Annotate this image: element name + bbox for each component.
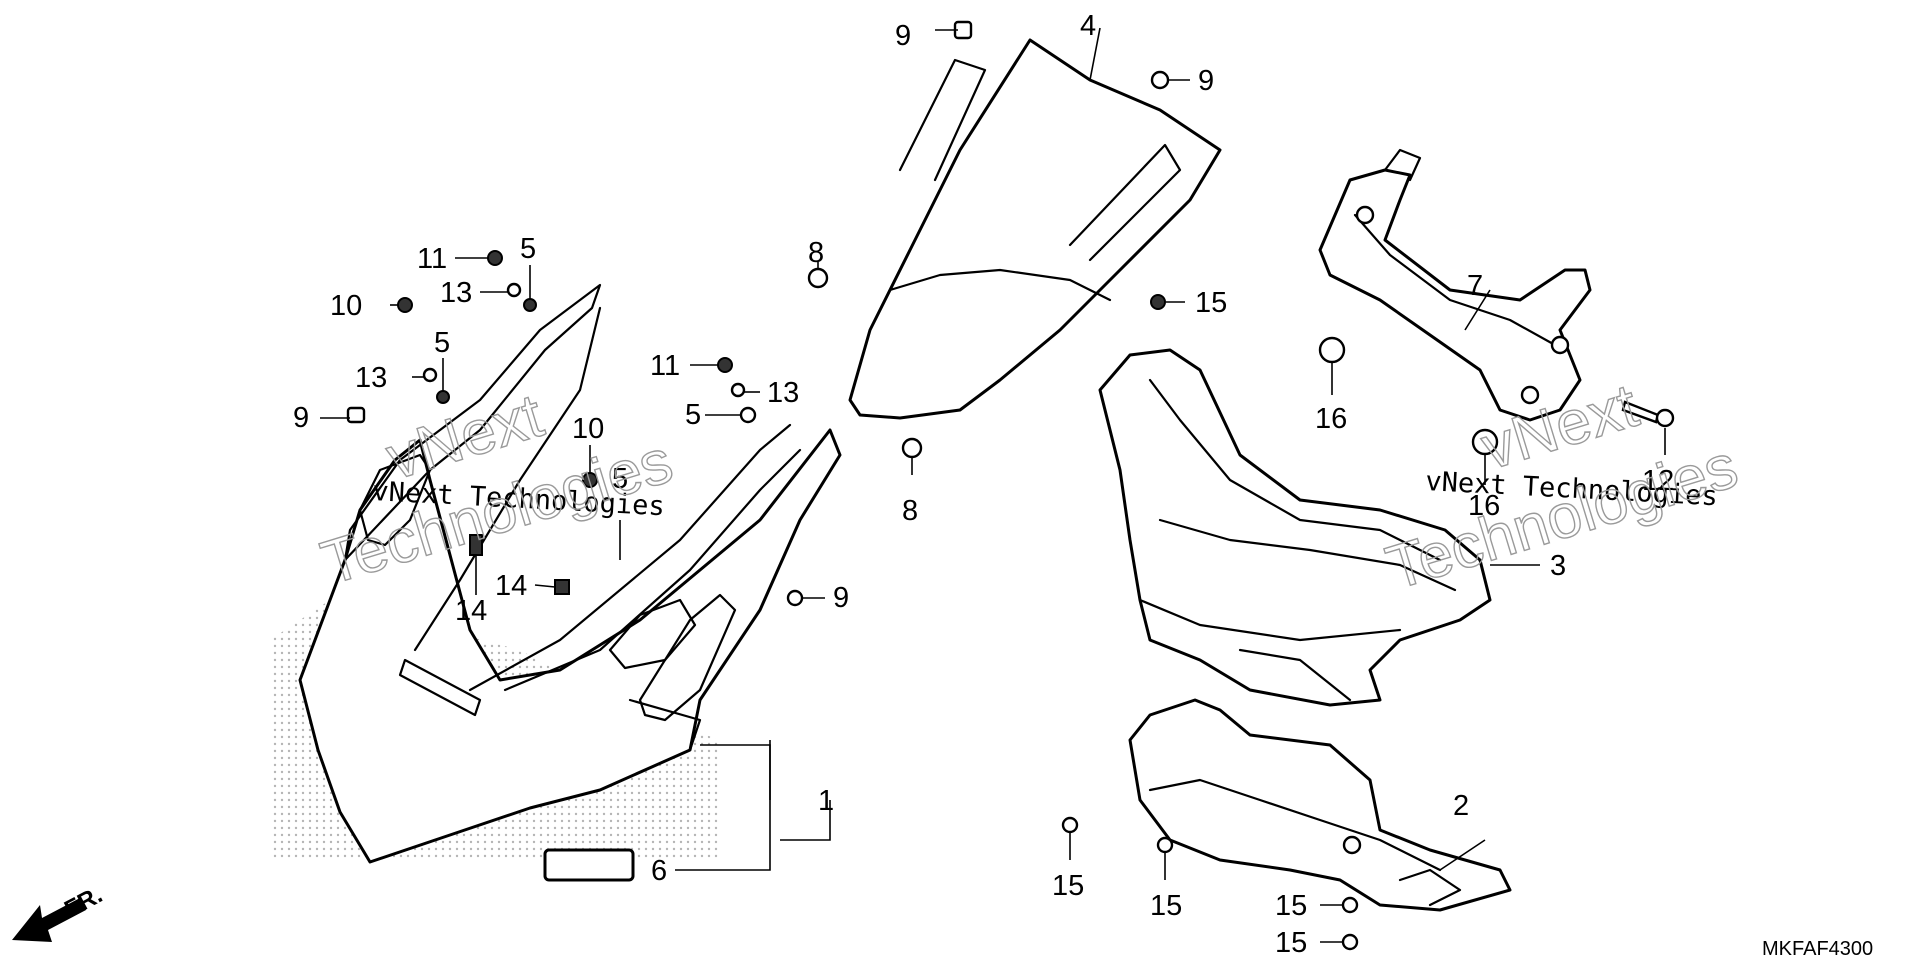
callout-labels: 1 2 3 4 5 5 5 5 6 7 8 8 9 9 9 9 10 10 11… [293,10,1674,959]
cowl-left-panel [343,283,602,562]
bolt-11-right [717,357,733,373]
callout-15-d: 15 [1275,890,1307,922]
callout-11-b: 11 [650,350,680,382]
windscreen-body [848,38,1222,420]
bolt-10-left [397,297,413,313]
bolt-12-head [1655,408,1675,428]
screw-15-lower-1 [1341,896,1359,914]
rubber-pad-part-6 [543,848,635,882]
callout-9-b: 9 [1198,65,1214,97]
callout-10-b: 10 [572,413,604,445]
grommet-9-right [786,589,804,607]
cowl-inner-contour [503,448,802,692]
callout-13-a: 13 [440,277,472,309]
front-direction-indicator: FR. [12,881,107,942]
callout-14-a: 14 [455,595,487,627]
windscreen-left-flange [898,58,987,182]
callout-4: 4 [1080,10,1096,42]
clip-9-left [346,406,366,424]
stay-rib [1353,213,1557,347]
callout-5-c: 5 [685,399,701,431]
windscreen-part-4 [848,38,1222,420]
cowl-right-edge [468,423,792,692]
grommet-lower [1342,835,1362,855]
cowl-stay-part-7 [1318,148,1592,422]
cowl-right-opening [608,598,697,670]
stay-body [1318,168,1592,422]
callout-1: 1 [818,785,834,817]
grommet-9-screen [1150,70,1170,90]
callout-16-b: 16 [1468,490,1500,522]
headlight-vent-left [358,453,432,547]
inner-cowl-rib-2 [1158,518,1457,592]
callout-5-a: 5 [520,233,536,265]
cowl-shell [298,428,842,864]
grommet-5-upper [523,298,537,312]
callout-3: 3 [1550,550,1566,582]
hardware [346,20,1675,951]
callout-16-a: 16 [1315,403,1347,435]
lower-cover-rib [1148,778,1442,872]
callout-6: 6 [651,855,667,887]
front-cowl-part-1 [270,283,842,882]
stay-arm-top [1383,148,1422,182]
callout-11-a: 11 [417,243,447,275]
callout-8-a: 8 [808,237,824,269]
cowl-center-edge [413,306,602,652]
grommet-16-left [1318,336,1346,364]
callout-15-e: 15 [1275,927,1307,959]
windscreen-tint-line [888,268,1112,302]
grommet-8-lower [901,437,923,459]
inner-cowl-part-3 [1098,348,1492,707]
grommet-5-right [739,406,757,424]
callout-14-b: 14 [495,570,527,602]
callout-9-d: 9 [833,582,849,614]
screw-15-center [1156,836,1174,854]
inner-cowl-rib-3 [1138,598,1402,642]
callout-13-c: 13 [767,377,799,409]
callout-13-b: 13 [355,362,387,394]
grommet-5-left [436,390,450,404]
stay-mount-hole-1 [1355,205,1375,225]
callout-8-b: 8 [902,495,918,527]
cowl-right-bracket [638,593,737,722]
callout-12: 12 [1642,465,1674,497]
watermark-left: vNext Technologies vNext Technologies [313,380,681,599]
washer-13-left [422,367,438,383]
lower-cover-tab [1398,868,1462,907]
lower-inner-cover-part-2 [1128,698,1512,912]
windscreen-right-flange [1068,143,1182,262]
screw-15-lower-2 [1341,933,1359,951]
inner-cowl-body [1098,348,1492,707]
leader-lines [320,27,1666,943]
stay-mount-hole-2 [1550,335,1570,355]
callout-7: 7 [1467,270,1483,302]
callout-15-a: 15 [1195,287,1227,319]
callout-9-a: 9 [895,20,911,52]
inner-cowl-tab [1238,648,1352,702]
callout-15-b: 15 [1052,870,1084,902]
cowl-lower-lip [628,698,702,752]
honda-emblem-cowl [398,658,482,717]
stay-mount-hole-3 [1520,385,1540,405]
washer-13-upper [506,282,522,298]
bolt-12 [1621,400,1660,424]
callout-2: 2 [1453,790,1469,822]
front-arrow-icon [12,898,86,942]
callout-5-b: 5 [434,327,450,359]
callout-10-a: 10 [330,290,362,322]
grommet-8-upper [807,267,829,289]
clip-14-right [554,579,570,595]
diagram-code: MKFAF4300 [1762,938,1873,960]
callout-9-c: 9 [293,402,309,434]
washer-13-right [730,382,746,398]
screw-15-left [1061,816,1079,834]
bolt-11-upper [487,250,503,266]
callout-15-c: 15 [1150,890,1182,922]
inner-cowl-rib-1 [1148,378,1442,562]
bolt-15-top [1150,294,1166,310]
callout-5-d: 5 [612,463,628,495]
